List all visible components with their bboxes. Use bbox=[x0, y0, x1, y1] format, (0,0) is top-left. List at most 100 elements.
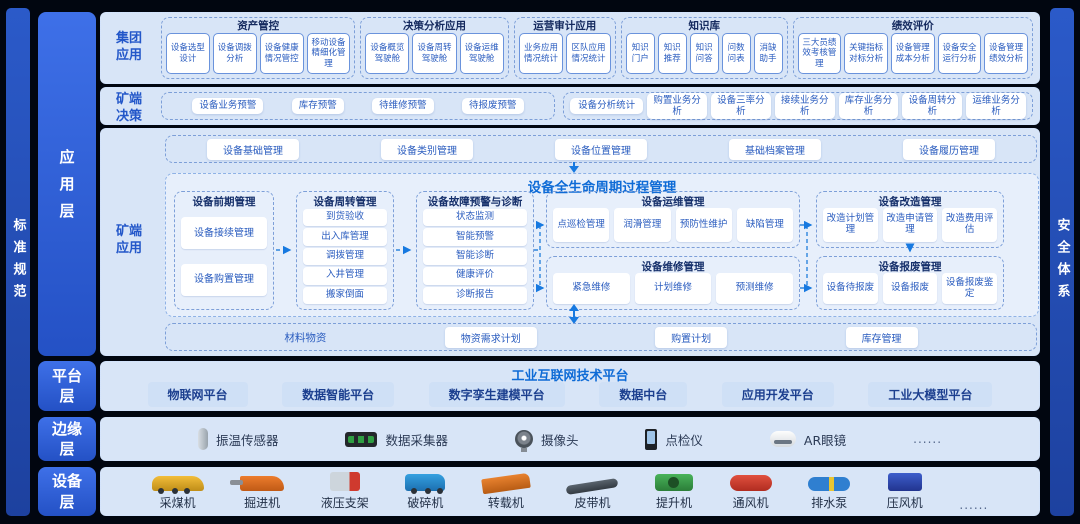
app-module: 库存管理 bbox=[845, 326, 918, 348]
hoist-icon bbox=[655, 474, 694, 491]
layer-application: 应用层 bbox=[38, 12, 96, 356]
machine-label: 通风机 bbox=[732, 496, 769, 510]
edge-device-label: 摄像头 bbox=[540, 432, 579, 448]
mine-application-panel: 矿端应用 设备基础管理 设备类别管理 设备位置管理 基础档案管理 设备履历管理 … bbox=[100, 128, 1040, 356]
machine: 压风机 bbox=[887, 473, 923, 512]
group-application-label: 集团应用 bbox=[115, 31, 142, 63]
machine-label: 液压支架 bbox=[320, 496, 369, 510]
platform-panel: 工业互联网技术平台 物联网平台 数据智能平台 数字孪生建模平台 数据中台 应用开… bbox=[100, 361, 1040, 411]
group-operation-maintenance: 设备运维管理 点巡检管理 润滑管理 预防性维护 缺陷管理 bbox=[546, 191, 800, 248]
app-module: 设备位置管理 bbox=[555, 138, 647, 160]
machine-label: 转载机 bbox=[487, 496, 524, 510]
edge-device: 点检仪 bbox=[645, 428, 703, 450]
group-application-groups: 资产管控 设备选型设计 设备调拨分析 设备健康情况管控 移动设备精细化管理 决策… bbox=[161, 17, 1034, 79]
group-application-panel: 集团应用 资产管控 设备选型设计 设备调拨分析 设备健康情况管控 移动设备精细化… bbox=[100, 12, 1040, 84]
app-module: 设备类别管理 bbox=[381, 138, 473, 160]
edge-device-label: 点检仪 bbox=[665, 432, 703, 448]
lifecycle-module: 出入库管理 bbox=[303, 228, 387, 246]
machine-label: 破碎机 bbox=[407, 496, 444, 510]
lifecycle-module: 预防性维护 bbox=[675, 208, 732, 242]
edge-device-label: 振温传感器 bbox=[215, 432, 279, 448]
group-scrap: 设备报废管理 设备待报废 设备报废 设备报废鉴定 bbox=[816, 256, 1004, 310]
material-row: 材料物资 物资需求计划 购置计划 库存管理 bbox=[165, 323, 1037, 351]
lifecycle-module: 改造计划管理 bbox=[823, 208, 878, 242]
down-arrow-icon bbox=[569, 162, 579, 173]
app-module: 知识门户 bbox=[625, 33, 655, 74]
group-early-stage: 设备前期管理 设备接续管理 设备购置管理 bbox=[174, 191, 274, 310]
layer-edge: 边缘层 bbox=[38, 417, 96, 461]
vibration-temp-sensor-icon bbox=[197, 428, 208, 450]
mine-application-label: 矿端应用 bbox=[115, 224, 142, 256]
decision-module: 设备业务预警 bbox=[192, 98, 264, 114]
device-panel: 采煤机 掘进机 液压支架 破碎机 转载机 皮带机 bbox=[100, 467, 1040, 516]
platform-module: 工业大模型平台 bbox=[868, 381, 993, 407]
edge-ellipsis: ...... bbox=[913, 432, 943, 446]
app-module: 设备履历管理 bbox=[903, 138, 995, 160]
edge-device-label: 数据采集器 bbox=[385, 432, 448, 448]
decision-module: 接续业务分析 bbox=[774, 92, 835, 120]
decision-module: 库存业务分析 bbox=[838, 92, 899, 120]
platform-module: 应用开发平台 bbox=[721, 381, 834, 407]
mine-decision-label: 矿端决策 bbox=[115, 92, 142, 124]
lifecycle-module: 智能诊断 bbox=[423, 247, 527, 266]
app-module: 设备管理绩效分析 bbox=[984, 33, 1028, 74]
machine: 破碎机 bbox=[405, 474, 446, 512]
camera-icon bbox=[514, 430, 533, 452]
machine-label: 提升机 bbox=[656, 496, 693, 510]
edge-device: 摄像头 bbox=[514, 430, 579, 452]
layer-platform-label: 平台层 bbox=[51, 366, 82, 405]
edge-panel: 振温传感器 数据采集器 摄像头 点检仪 AR眼镜 ...... bbox=[100, 417, 1040, 461]
app-module: 设备选型设计 bbox=[166, 33, 210, 74]
lifecycle-module: 缺陷管理 bbox=[736, 208, 793, 242]
air-compressor-icon bbox=[887, 473, 922, 491]
lifecycle-module: 诊断报告 bbox=[423, 286, 527, 305]
decision-module: 待维修预警 bbox=[372, 98, 434, 114]
machine: 采煤机 bbox=[151, 476, 204, 512]
drainage-pump-icon bbox=[808, 477, 851, 491]
ventilator-icon bbox=[729, 475, 772, 491]
lifecycle-module: 健康评价 bbox=[423, 267, 527, 285]
inspection-device-icon bbox=[645, 428, 658, 450]
app-module: 移动设备精细化管理 bbox=[306, 33, 351, 74]
app-module: 设备调拨分析 bbox=[212, 33, 257, 74]
group-title: 设备改造管理 bbox=[878, 196, 942, 208]
data-collector-icon bbox=[345, 431, 378, 447]
group-title: 知识库 bbox=[688, 20, 720, 32]
app-module: 设备周转驾驶舱 bbox=[412, 33, 457, 74]
group-title: 设备故障预警与诊断 bbox=[427, 196, 523, 208]
ar-glasses-icon bbox=[769, 431, 796, 447]
group-title: 设备报废管理 bbox=[878, 261, 942, 273]
group-title: 设备前期管理 bbox=[192, 196, 256, 208]
standard-spec-sidebar: 标准规范 bbox=[6, 8, 30, 516]
decision-module: 库存预警 bbox=[291, 98, 344, 114]
roadheader-icon bbox=[230, 476, 285, 491]
app-module: 问数问表 bbox=[721, 33, 751, 74]
lifecycle-title: 设备全生命周期过程管理 bbox=[527, 180, 677, 196]
lifecycle-module: 到货验收 bbox=[303, 209, 387, 227]
decision-module: 待报废预警 bbox=[462, 98, 524, 114]
group-repair: 设备维修管理 紧急维修 计划维修 预测维修 bbox=[546, 256, 800, 310]
group-title: 绩效评价 bbox=[891, 20, 934, 32]
lifecycle-module: 设备接续管理 bbox=[181, 217, 267, 250]
lifecycle-module: 设备报废鉴定 bbox=[942, 273, 998, 304]
edge-device: 数据采集器 bbox=[345, 430, 448, 449]
lifecycle-panel: 设备全生命周期过程管理 设备前期管理 设备接续管理 设备购置管理 设备周转管理 … bbox=[165, 173, 1039, 317]
lifecycle-module: 调拨管理 bbox=[303, 247, 387, 266]
decision-module: 设备分析统计 bbox=[570, 98, 644, 114]
edge-device: 振温传感器 bbox=[197, 428, 279, 450]
lifecycle-module: 搬家倒面 bbox=[303, 286, 387, 305]
app-module: 知识问答 bbox=[689, 33, 719, 74]
layer-device: 设备层 bbox=[38, 467, 96, 516]
group-title: 设备运维管理 bbox=[641, 196, 705, 208]
group-turnover: 设备周转管理 到货验收 出入库管理 调拨管理 入井管理 搬家倒面 bbox=[296, 191, 394, 310]
base-management-row: 设备基础管理 设备类别管理 设备位置管理 基础档案管理 设备履历管理 bbox=[165, 135, 1037, 163]
machine: 排水泵 bbox=[808, 477, 851, 512]
mine-decision-panel: 矿端决策 设备业务预警 库存预警 待维修预警 待报废预警 设备分析统计 购置业务… bbox=[100, 87, 1040, 125]
layer-platform: 平台层 bbox=[38, 361, 96, 411]
group-decision-analysis: 决策分析应用 设备概览驾驶舱 设备周转驾驶舱 设备运维驾驶舱 bbox=[360, 17, 509, 79]
device-ellipsis: ...... bbox=[959, 498, 989, 512]
platform-module: 数字孪生建模平台 bbox=[428, 381, 565, 407]
platform-module: 数据智能平台 bbox=[282, 381, 395, 407]
lifecycle-module: 智能预警 bbox=[423, 228, 527, 246]
